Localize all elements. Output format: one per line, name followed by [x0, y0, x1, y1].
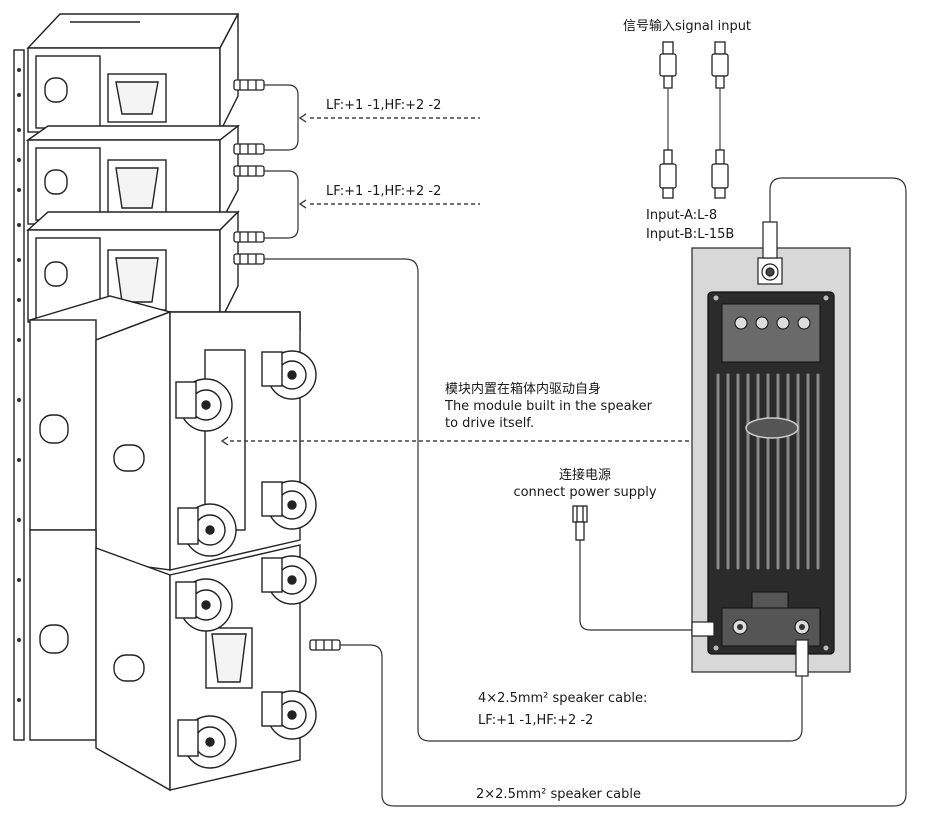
- signal-input-label: 信号输入signal input: [623, 19, 752, 34]
- caster-wheel: [175, 578, 233, 632]
- subwoofer-cabinet-2: [29, 529, 317, 792]
- caster-wheel: [175, 378, 233, 432]
- heatsink-fins: [716, 373, 820, 570]
- rigging-rail: [13, 49, 25, 741]
- power-label-cn: 连接电源: [558, 468, 611, 483]
- speakon-output-plug: [795, 639, 809, 677]
- speakon-connectors-stack: [233, 79, 341, 651]
- module-description-cn: 模块内置在箱体内驱动自身: [445, 382, 602, 397]
- xlr-female-connector-a: [659, 41, 677, 89]
- line-array-speaker-stack: [13, 13, 317, 792]
- mounting-screws: [713, 295, 829, 651]
- speakon-connector-mid-1: [233, 143, 265, 155]
- caster-wheel: [261, 555, 317, 605]
- module-description-en-1: The module built in the speaker: [445, 399, 652, 414]
- array-module-2: [25, 124, 241, 225]
- xlr-female-connector-b: [711, 41, 729, 89]
- caster-wheel: [177, 503, 237, 557]
- input-a-label: Input-A:L-8: [646, 208, 718, 223]
- subwoofer-cabinet-1: [27, 295, 317, 571]
- speaker-cable-4-label-line1: 4×2.5mm² speaker cable:: [478, 691, 648, 706]
- dashed-arrows: [230, 117, 690, 442]
- amplifier-module-panel: [691, 221, 851, 677]
- xlr-signal-cables: [659, 41, 729, 199]
- caster-wheel: [177, 715, 237, 769]
- link-wiring-label-2: LF:+1 -1,HF:+2 -2: [326, 184, 442, 199]
- speakon-connector-subwoofer: [309, 639, 341, 651]
- speaker-cable-4-label-line2: LF:+1 -1,HF:+2 -2: [478, 713, 594, 728]
- arrow-heads: [220, 113, 307, 446]
- speakon-connector-mid-2: [233, 165, 265, 177]
- xlr-male-connector-b: [711, 149, 729, 199]
- power-connector: [572, 505, 588, 541]
- xlr-male-connector-a: [659, 149, 677, 199]
- array-module-1: [26, 13, 240, 133]
- speakon-connector-top: [233, 79, 265, 91]
- caster-wheel: [261, 350, 317, 400]
- power-label-en: connect power supply: [513, 485, 657, 500]
- brand-badge: [745, 417, 799, 439]
- module-description-en-2: to drive itself.: [445, 416, 535, 431]
- speaker-cable-2-label: 2×2.5mm² speaker cable: [476, 787, 642, 802]
- speaker-cables: [264, 177, 907, 807]
- speakon-connector-bottom-array: [233, 253, 265, 265]
- input-b-label: Input-B:L-15B: [646, 227, 735, 242]
- speakon-input-jack: [757, 221, 783, 285]
- link-cables: [264, 84, 299, 239]
- link-wiring-label-1: LF:+1 -1,HF:+2 -2: [326, 98, 442, 113]
- power-plug: [691, 621, 715, 637]
- caster-wheel: [261, 480, 317, 530]
- speakon-connector-mid-3: [233, 231, 265, 243]
- caster-wheel: [261, 690, 317, 740]
- xlr-input-panel: [721, 303, 821, 363]
